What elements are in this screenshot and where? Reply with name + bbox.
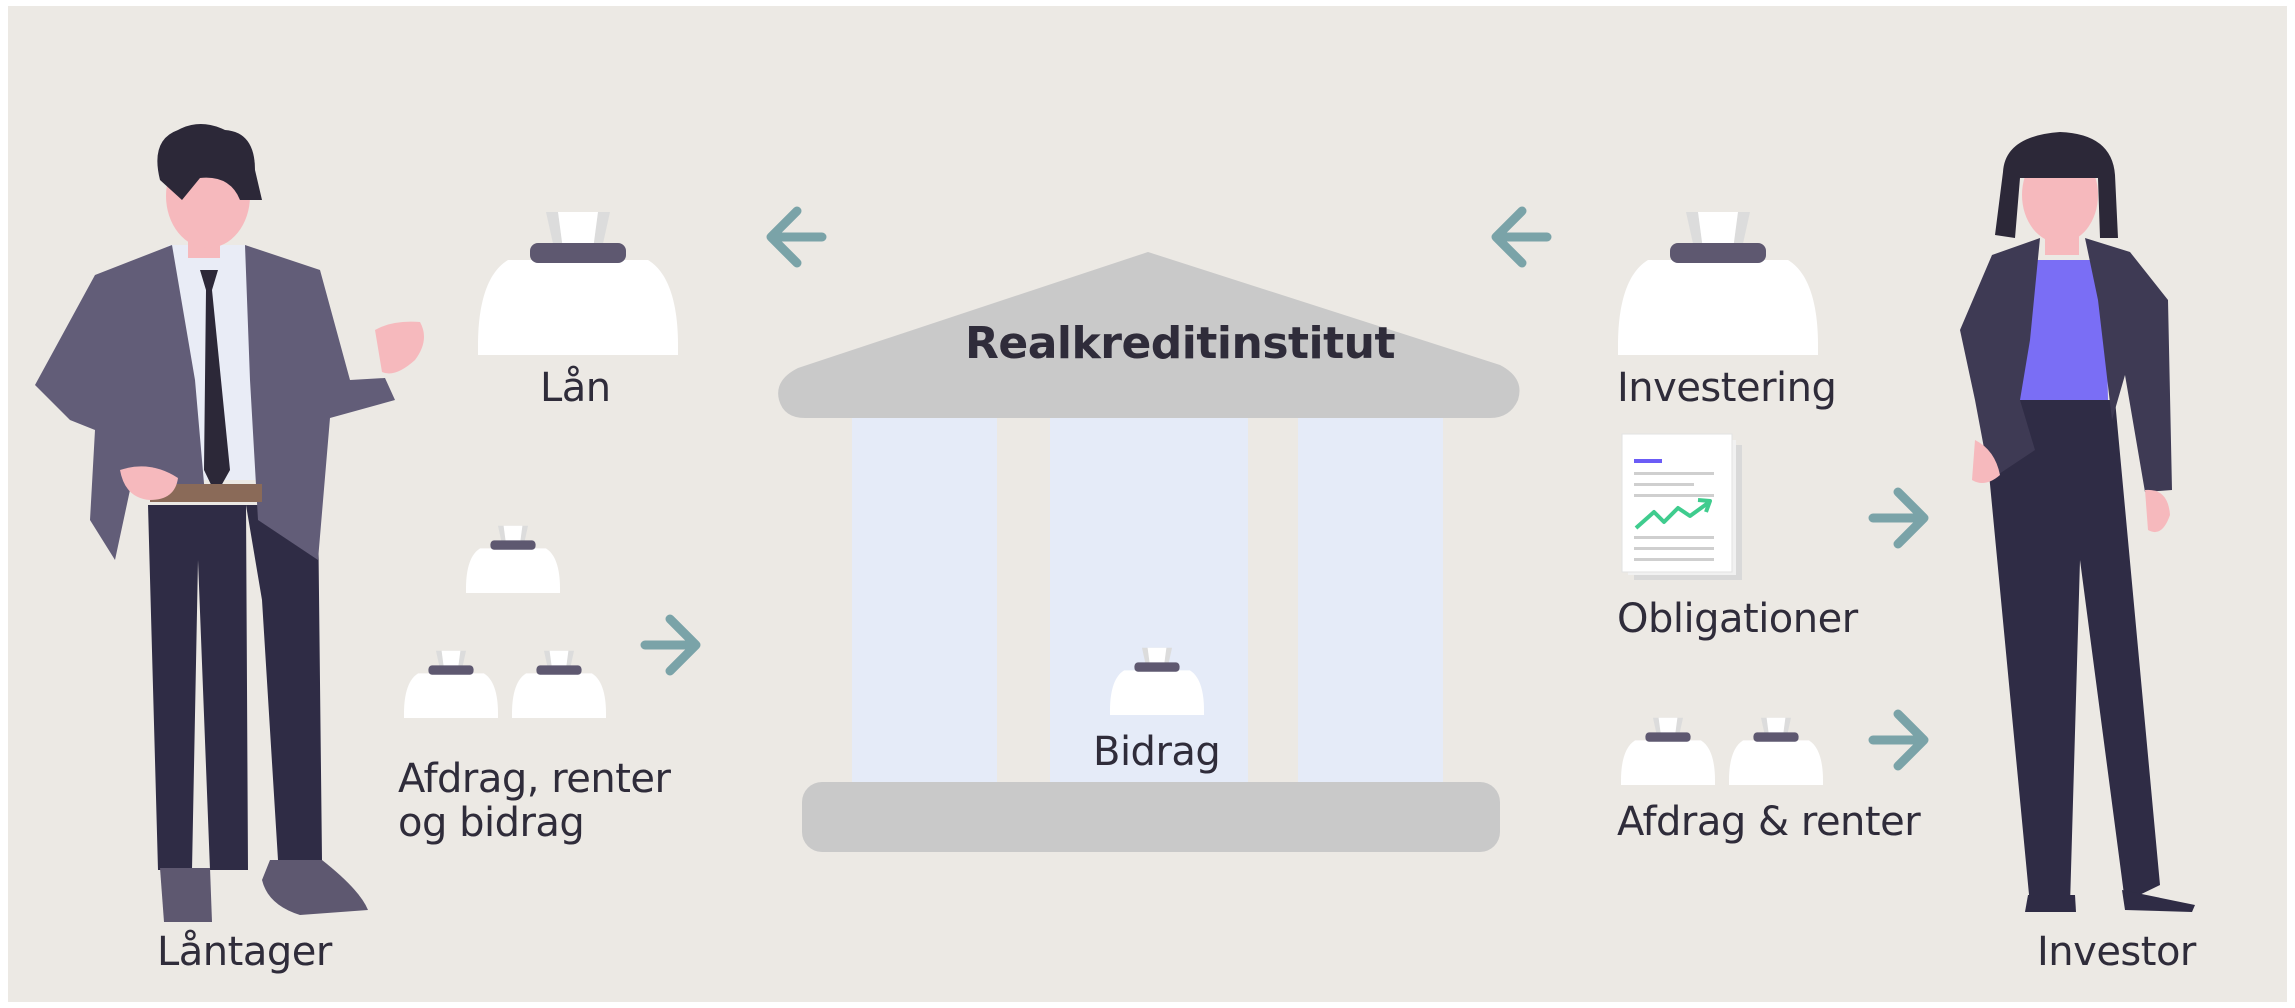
- investment-label: Investering: [1617, 365, 1837, 411]
- contribution-label: Bidrag: [1093, 729, 1221, 775]
- borrower-label: Låntager: [157, 929, 332, 975]
- investor-label: Investor: [2037, 929, 2196, 975]
- borrower-payments-label-line2: og bidrag: [398, 800, 585, 846]
- bond-document-icon: [1621, 433, 1742, 580]
- person-woman-icon: [1960, 132, 2195, 912]
- loan-label: Lån: [540, 365, 611, 411]
- bank-building-icon: [778, 252, 1520, 852]
- person-man-icon: [35, 124, 424, 922]
- institution-label: Realkreditinstitut: [965, 318, 1396, 369]
- bonds-label: Obligationer: [1617, 596, 1858, 642]
- investor-payments-label: Afdrag & renter: [1617, 799, 1921, 845]
- borrower-payments-label-line1: Afdrag, renter: [398, 756, 671, 802]
